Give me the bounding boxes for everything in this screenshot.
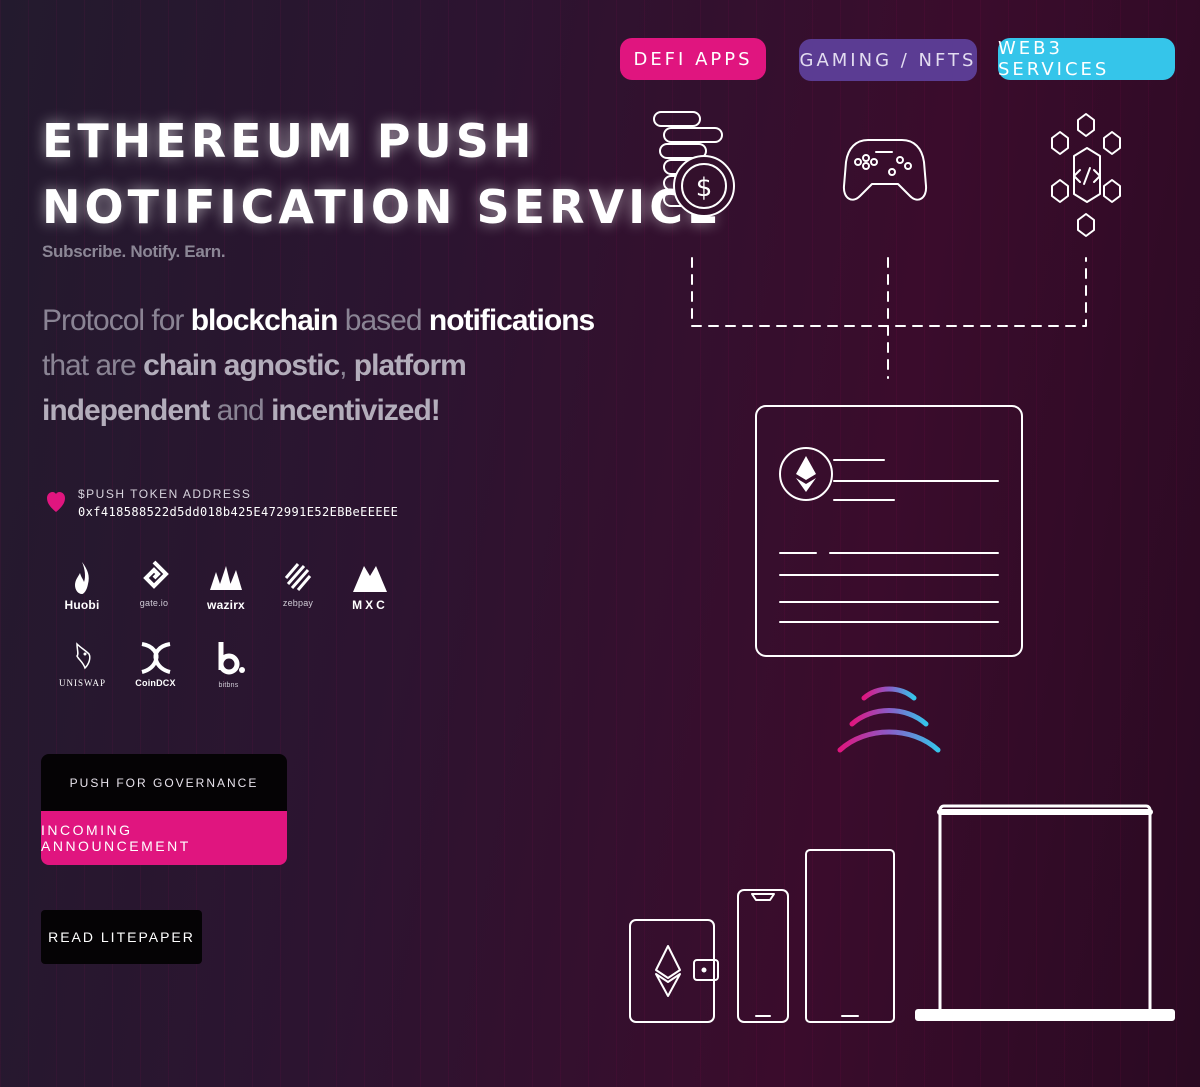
exchange-zebpay[interactable]: zebpay <box>262 560 334 612</box>
laptop-device-icon <box>915 804 1175 1021</box>
protocol-text: based <box>337 304 429 337</box>
tagline: Subscribe. Notify. Earn. <box>42 242 226 261</box>
mxc-logo-icon <box>353 566 387 592</box>
notification-diagram: $ <box>629 111 1175 1023</box>
connector-lines <box>691 257 1087 379</box>
token-address-block[interactable]: $PUSH TOKEN ADDRESS 0xf418588522d5dd018b… <box>46 487 398 519</box>
uniswap-logo-icon <box>75 642 91 670</box>
read-litepaper-button[interactable]: READ LITEPAPER <box>41 910 202 964</box>
protocol-highlight: incentivized! <box>271 394 441 427</box>
protocol-text: Protocol for <box>42 304 191 337</box>
exchange-name: zebpay <box>282 598 314 608</box>
page-title: ETHEREUM PUSH NOTIFICATION SERVICE <box>42 108 722 240</box>
bitbns-logo-icon <box>218 642 245 675</box>
exchange-name: CoinDCX <box>135 678 176 688</box>
exchange-name: wazirx <box>207 598 245 612</box>
protocol-text: , <box>339 349 354 382</box>
title-line-1: ETHEREUM PUSH <box>42 114 536 168</box>
wallet-device-icon <box>629 919 719 1023</box>
protocol-description: Protocol for blockchain based notificati… <box>42 298 602 433</box>
coindcx-logo-icon <box>140 642 171 674</box>
exchange-wazirx[interactable]: wazirx <box>190 560 262 612</box>
tablet-device-icon <box>805 849 895 1023</box>
exchange-uniswap[interactable]: UNISWAP <box>46 640 119 689</box>
web3-cubes-icon <box>1051 113 1121 237</box>
heart-icon <box>47 492 65 512</box>
exchange-list: Huobi gate.io wazirx zebpay MXC <box>46 560 406 717</box>
exchange-huobi[interactable]: Huobi <box>46 560 118 612</box>
protocol-highlight: platform independent <box>42 349 467 427</box>
protocol-text: and <box>209 394 272 427</box>
coins-dollar-icon: $ <box>653 111 735 217</box>
token-address-label: $PUSH TOKEN ADDRESS <box>78 487 252 501</box>
protocol-highlight: chain agnostic <box>143 349 340 382</box>
gaming-nfts-pill[interactable]: GAMING / NFTS <box>799 39 977 81</box>
protocol-highlight: blockchain <box>190 304 339 337</box>
gateio-logo-icon <box>143 560 169 589</box>
governance-card: PUSH FOR GOVERNANCE INCOMING ANNOUNCEMEN… <box>41 754 287 865</box>
defi-apps-pill[interactable]: DEFI APPS <box>620 38 766 80</box>
push-for-governance-button[interactable]: PUSH FOR GOVERNANCE <box>41 754 287 811</box>
title-line-2: NOTIFICATION SERVICE <box>42 180 723 234</box>
incoming-announcement-button[interactable]: INCOMING ANNOUNCEMENT <box>41 811 287 865</box>
exchange-bitbns[interactable]: bitbns <box>192 640 265 689</box>
exchange-name: Huobi <box>64 598 100 612</box>
token-address-value[interactable]: 0xf418588522d5dd018b425E472991E52EBBeEEE… <box>78 505 399 519</box>
zebpay-logo-icon <box>284 563 312 591</box>
wazirx-logo-icon <box>210 566 242 590</box>
web3-services-pill[interactable]: WEB3 SERVICES <box>998 38 1175 80</box>
exchange-gateio[interactable]: gate.io <box>118 560 190 612</box>
notification-card <box>755 405 1023 657</box>
exchange-name: UNISWAP <box>58 678 106 688</box>
exchange-name: MXC <box>352 598 388 612</box>
gamepad-icon <box>842 139 928 201</box>
exchange-mxc[interactable]: MXC <box>334 560 406 612</box>
exchange-coindcx[interactable]: CoinDCX <box>119 640 192 689</box>
signal-waves-icon <box>837 686 941 753</box>
protocol-text: that are <box>42 349 144 382</box>
protocol-highlight: notifications <box>428 304 595 337</box>
huobi-logo-icon <box>75 562 89 594</box>
phone-device-icon <box>737 889 789 1023</box>
svg-text:$: $ <box>696 173 713 203</box>
exchange-name: bitbns <box>218 682 239 689</box>
exchange-name: gate.io <box>139 598 169 608</box>
